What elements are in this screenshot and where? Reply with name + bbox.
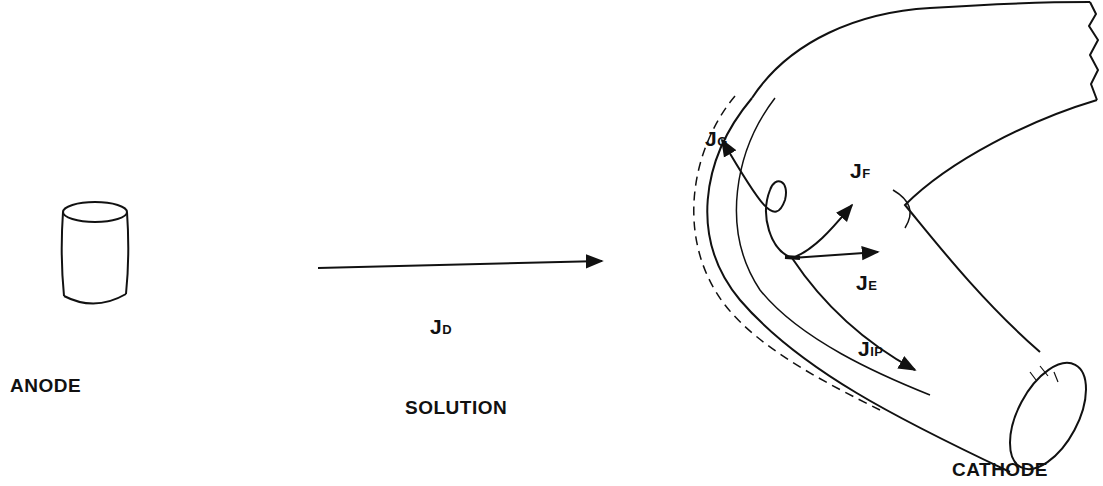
flux-label: JIP	[858, 338, 883, 359]
flux-label: JF	[850, 160, 871, 181]
flux-arrows	[722, 140, 915, 370]
electrode-label: ANODE	[10, 376, 81, 395]
anode-cylinder	[62, 202, 129, 304]
cathode-tube	[694, 2, 1102, 481]
flux-label: JD	[430, 316, 452, 337]
electrode-label: CATHODE	[952, 460, 1048, 479]
flux-arrow	[318, 261, 602, 268]
region-label: SOLUTION	[405, 398, 507, 417]
flux-label: JG	[705, 128, 728, 149]
flux-label: JE	[856, 272, 877, 293]
